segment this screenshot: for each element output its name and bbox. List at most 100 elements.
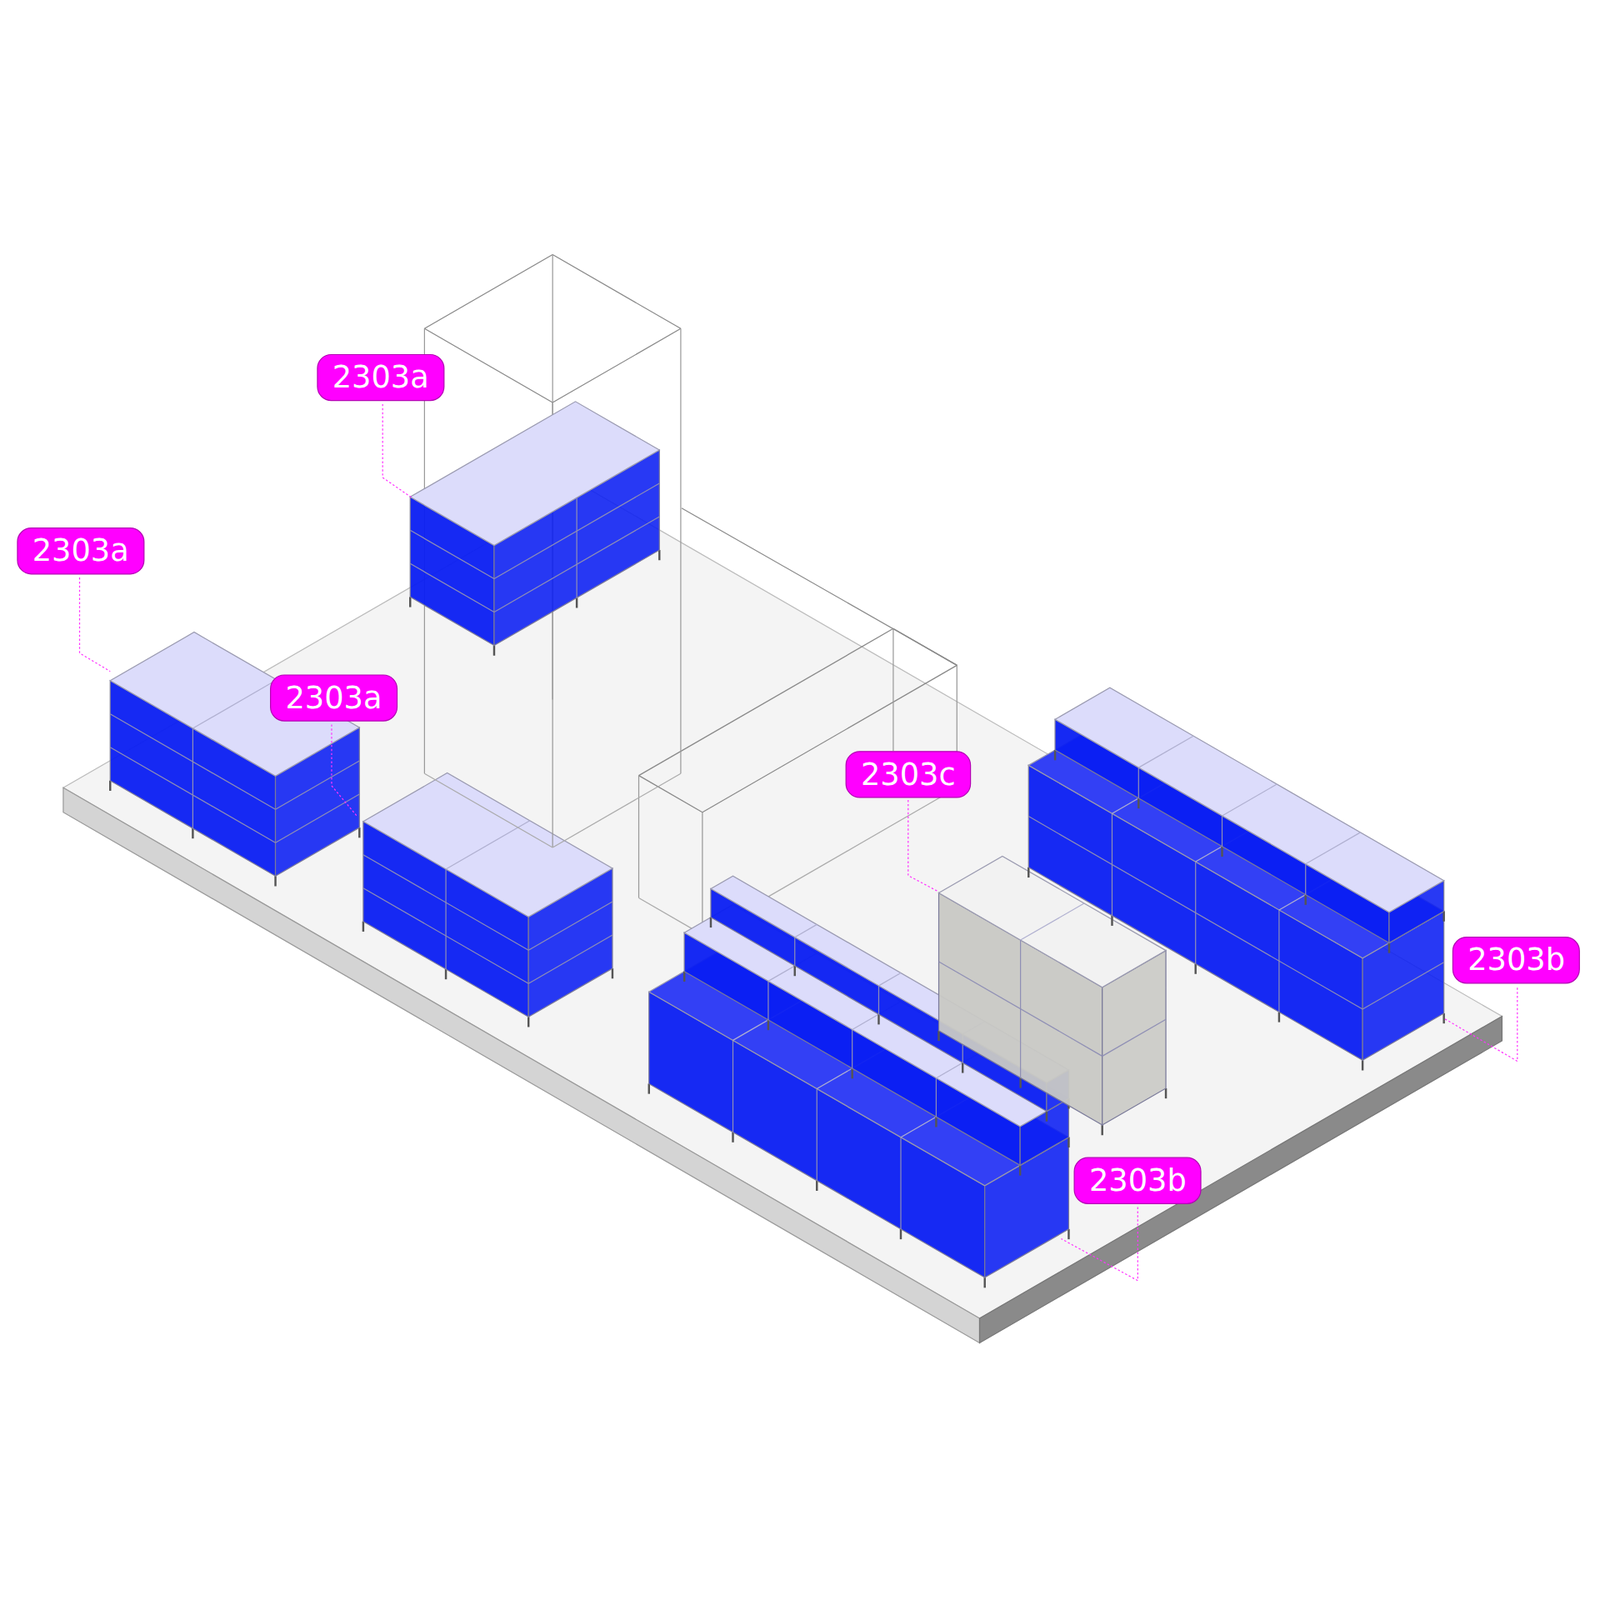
edge-line [680, 328, 681, 774]
floor-top [63, 486, 1503, 1319]
cabinet-leg [1019, 1165, 1021, 1175]
cabinet-leg [1110, 915, 1113, 926]
cabinet-leg [191, 828, 194, 839]
edge-line [1362, 962, 1445, 1010]
cabinet-leg [274, 875, 276, 886]
edge-line [732, 1040, 734, 1132]
edge-line [424, 255, 553, 330]
callout-number: 2303b [1452, 936, 1581, 984]
edge-line [638, 775, 640, 899]
edge-line [528, 901, 613, 950]
edge-line [1102, 1019, 1166, 1056]
edge-line [192, 728, 194, 829]
edge-line [424, 773, 553, 848]
floor [63, 486, 1503, 1343]
cabinet-leg [1027, 867, 1030, 878]
edge-line [275, 794, 360, 843]
edge-line [935, 1078, 937, 1118]
edge-line [1221, 815, 1223, 847]
cabinet-leg [1220, 846, 1223, 857]
callout-number: 2303c [845, 750, 971, 798]
cabinet-leg [575, 597, 578, 608]
cabinet-top [1055, 687, 1445, 912]
display-cabinet [410, 401, 660, 656]
cabinet-leg [611, 968, 614, 979]
edge-line [528, 935, 613, 984]
cabinet-leg [935, 1116, 937, 1127]
edge-line [1020, 903, 1085, 940]
callout-number: 2303a [270, 674, 398, 721]
cabinet-top [1028, 718, 1444, 959]
edge-line [552, 773, 681, 848]
edge-line [445, 869, 446, 970]
cabinet-leg [362, 921, 365, 932]
leader-line [382, 404, 413, 499]
edge-line [892, 628, 894, 751]
edge-line [576, 497, 578, 598]
cabinet-leg [984, 1277, 986, 1288]
cabinet-leg [658, 550, 660, 560]
edge-line [639, 775, 703, 813]
edge-line [795, 924, 818, 937]
edge-line [794, 937, 795, 966]
cabinet-leg [767, 1020, 770, 1030]
cabinet-leg [1019, 1077, 1021, 1088]
display-cabinet [110, 632, 360, 887]
edge-line [552, 255, 681, 330]
edge-line [410, 530, 495, 579]
edge-line [767, 980, 769, 1020]
edge-line [494, 483, 660, 579]
edge-line [552, 328, 681, 403]
edge-line [851, 1030, 853, 1070]
cabinet-leg [710, 917, 712, 928]
leader-line [80, 577, 111, 672]
cabinet-leg [1442, 910, 1445, 921]
cabinet-leg [850, 1068, 853, 1079]
cabinet-top [363, 773, 613, 918]
display-cabinet [363, 773, 613, 1028]
edge-line [1305, 864, 1306, 895]
edge-line [275, 760, 360, 810]
cabinet-leg [1388, 942, 1390, 953]
display-cabinet [1055, 687, 1445, 953]
cabinet-leg [1100, 1125, 1103, 1135]
callout-number: 2303a [316, 354, 445, 401]
cabinet-leg [1165, 1088, 1167, 1099]
callout-number: 2303a [16, 527, 145, 575]
cabinet-leg [1361, 1060, 1364, 1070]
cabinet-leg [1194, 964, 1196, 975]
edge-line [816, 1089, 818, 1181]
cabinet-leg [527, 1016, 530, 1027]
callout-number: 2303b [1074, 1157, 1203, 1205]
edge-line [681, 508, 958, 666]
cabinet-leg [1067, 1137, 1070, 1148]
cabinet-leg [815, 1180, 818, 1191]
cabinet-leg [493, 645, 495, 655]
leader-line [331, 724, 358, 816]
cabinet-leg [1137, 798, 1140, 809]
cabinet-leg [409, 596, 411, 607]
leader-line [908, 800, 940, 892]
edge-line [410, 563, 495, 612]
leader-line [1444, 987, 1518, 1061]
edge-line [445, 820, 530, 870]
cabinet-leg [731, 1132, 734, 1143]
edge-line [1138, 735, 1194, 768]
cabinet-leg [358, 827, 360, 838]
edge-line [1138, 767, 1140, 799]
edge-line [701, 812, 703, 935]
cabinet-leg [937, 1030, 940, 1041]
cabinet-leg [877, 1014, 880, 1025]
cabinet-leg [1304, 895, 1306, 905]
leader-line [1060, 1207, 1138, 1281]
cabinet-top [410, 401, 660, 546]
cabinet-leg [1054, 750, 1056, 760]
cabinet-leg [1278, 1011, 1280, 1022]
cabinet-leg [109, 780, 111, 791]
cabinet-leg [648, 1083, 650, 1094]
edge-line [192, 680, 277, 729]
cabinet-leg [683, 971, 685, 982]
edge-line [1222, 784, 1278, 816]
